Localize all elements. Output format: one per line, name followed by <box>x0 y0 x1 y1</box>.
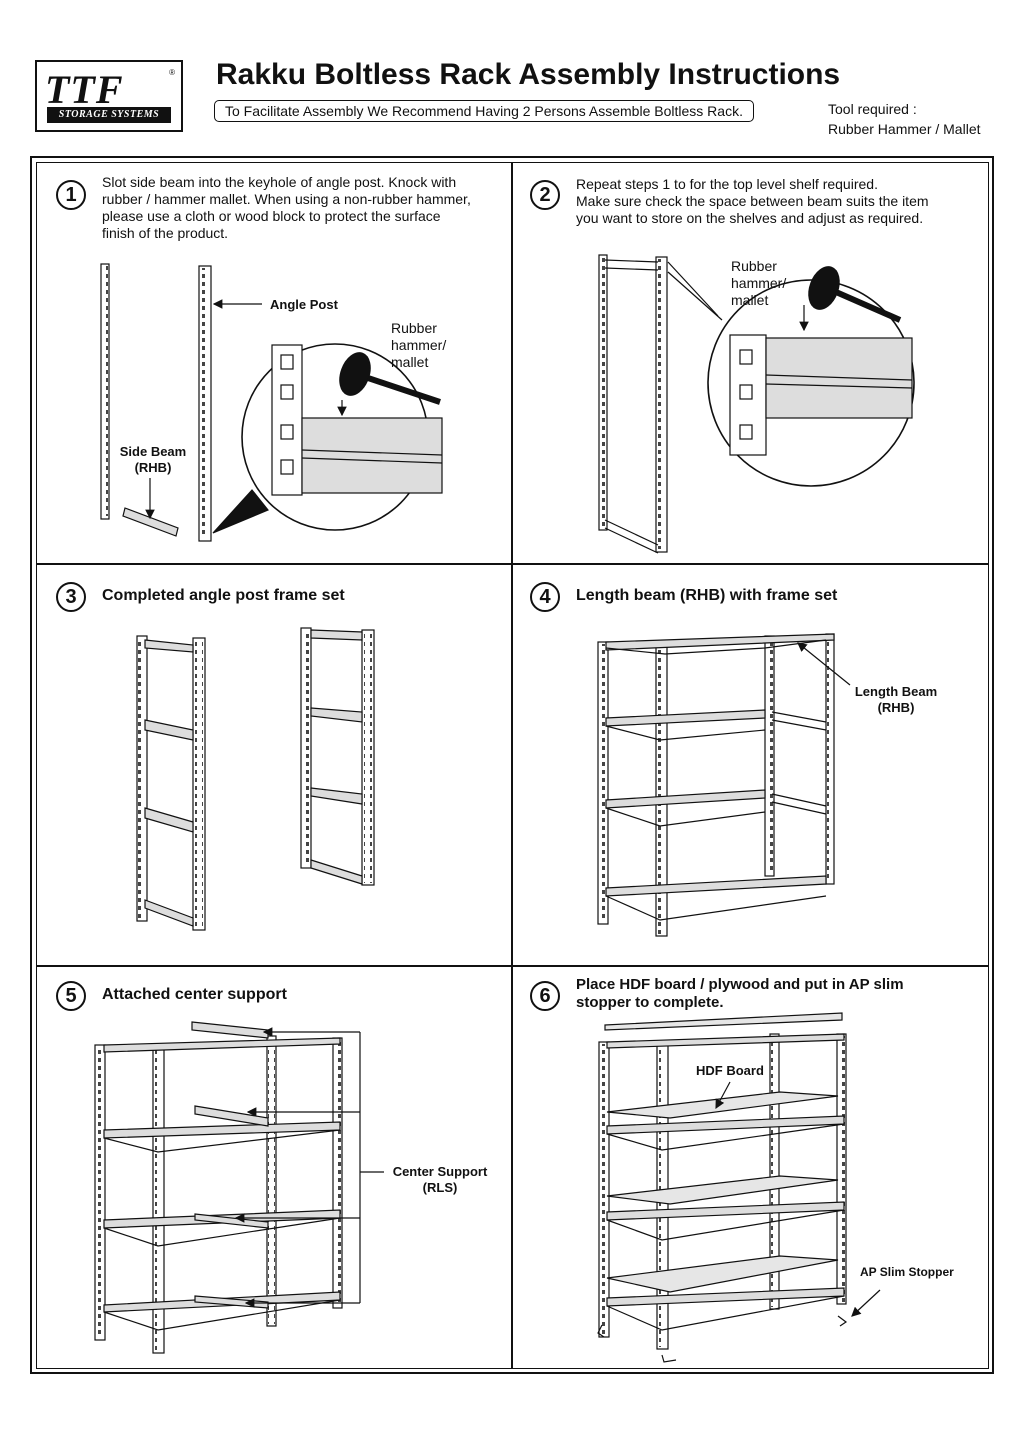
step-1-text: Slot side beam into the keyhole of angle… <box>102 174 471 242</box>
logo-subtitle: STORAGE SYSTEMS <box>47 107 171 123</box>
grid-divider-row-2 <box>36 965 989 967</box>
instruction-frame-outer <box>30 156 994 1374</box>
step-5-heading: Attached center support <box>102 986 287 1003</box>
side-beam-label: Side Beam (RHB) <box>114 444 192 476</box>
step-2-text: Repeat steps 1 to for the top level shel… <box>576 176 929 227</box>
step-1-line-3: please use a cloth or wood block to prot… <box>102 208 441 224</box>
step-3-number: 3 <box>56 582 86 612</box>
step-2-line-1: Repeat steps 1 to for the top level shel… <box>576 176 878 192</box>
side-beam-label-line-2: (RHB) <box>134 460 172 475</box>
hammer-label-step-2: Rubber hammer/ mallet <box>731 258 786 309</box>
side-beam-label-line-1: Side Beam <box>119 444 187 459</box>
tool-required-value: Rubber Hammer / Mallet <box>828 121 981 137</box>
step-2-line-3: you want to store on the shelves and adj… <box>576 210 924 226</box>
step-5-illustration <box>94 1021 384 1354</box>
step-6-illustration <box>597 1012 881 1363</box>
step-1-illustration <box>100 263 443 542</box>
step-2-number: 2 <box>530 180 560 210</box>
step-2-line-2: Make sure check the space between beam s… <box>576 193 929 209</box>
tool-required: Tool required : Rubber Hammer / Mallet <box>828 99 981 139</box>
hdf-board-label: HDF Board <box>696 1063 764 1078</box>
logo-brand: TTF <box>45 67 124 112</box>
step-6-heading-line-2: stopper to complete. <box>576 994 724 1011</box>
step-5-number: 5 <box>56 981 86 1011</box>
step-2-illustration <box>598 254 915 554</box>
length-beam-label-line-1: Length Beam <box>854 684 938 699</box>
length-beam-label: Length Beam (RHB) <box>848 684 944 716</box>
center-support-label: Center Support (RLS) <box>384 1164 496 1196</box>
angle-post-label: Angle Post <box>270 297 338 312</box>
assembly-note: To Facilitate Assembly We Recommend Havi… <box>214 100 754 122</box>
step-4-number: 4 <box>530 582 560 612</box>
hammer-label-1-line-3: mallet <box>391 354 429 370</box>
step-1-line-2: rubber / hammer mallet. When using a non… <box>102 191 471 207</box>
step-3-illustration <box>136 627 375 931</box>
step-1-line-4: finish of the product. <box>102 225 229 241</box>
hammer-label-step-1: Rubber hammer/ mallet <box>391 320 446 371</box>
hammer-label-1-line-2: hammer/ <box>391 337 447 353</box>
step-4-heading: Length beam (RHB) with frame set <box>576 587 838 604</box>
length-beam-label-line-2: (RHB) <box>877 700 915 715</box>
step-3-heading: Completed angle post frame set <box>102 587 345 604</box>
page-title: Rakku Boltless Rack Assembly Instruction… <box>216 58 841 91</box>
center-support-label-line-1: Center Support <box>392 1164 488 1179</box>
step-1-number: 1 <box>56 180 86 210</box>
instruction-frame-inner <box>36 162 989 1369</box>
ap-slim-stopper-label: AP Slim Stopper <box>860 1265 954 1279</box>
logo-registered-mark: ® <box>169 68 175 77</box>
hammer-label-1-line-1: Rubber <box>391 320 437 336</box>
step-4-illustration <box>597 633 851 937</box>
step-6-heading-line-1: Place HDF board / plywood and put in AP … <box>576 976 904 993</box>
tool-required-label: Tool required : <box>828 101 917 117</box>
center-support-label-line-2: (RLS) <box>422 1180 458 1195</box>
hammer-label-2-line-3: mallet <box>731 292 769 308</box>
step-1-line-1: Slot side beam into the keyhole of angle… <box>102 174 457 190</box>
grid-divider-row-1 <box>36 563 989 565</box>
hammer-label-2-line-1: Rubber <box>731 258 777 274</box>
step-6-number: 6 <box>530 981 560 1011</box>
grid-divider-vertical <box>511 162 513 1369</box>
hammer-label-2-line-2: hammer/ <box>731 275 787 291</box>
step-6-heading: Place HDF board / plywood and put in AP … <box>576 976 904 1012</box>
ttf-logo: TTF ® STORAGE SYSTEMS <box>35 60 183 132</box>
